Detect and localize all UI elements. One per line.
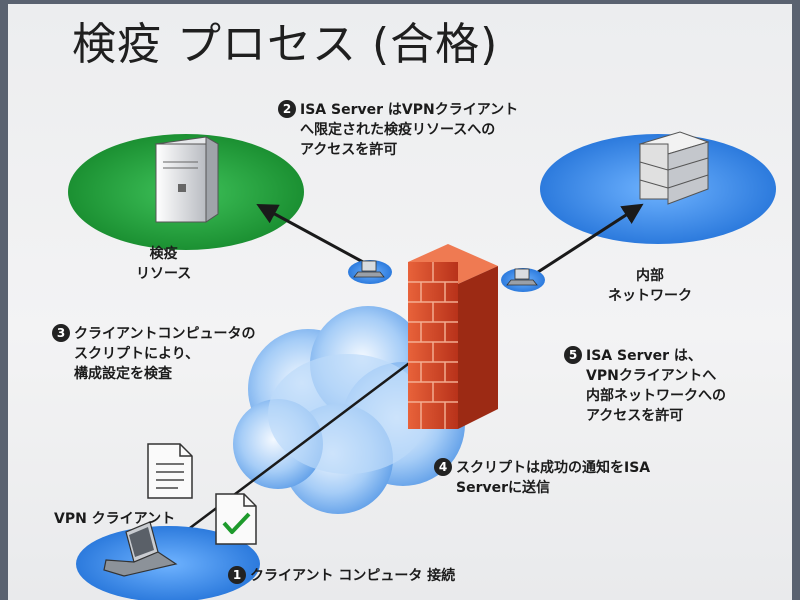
check-document-icon (215, 493, 257, 545)
step-number-badge: 3 (52, 324, 70, 342)
tunnel-line (157, 348, 429, 553)
slide-title: 検疫 プロセス (合格) (72, 19, 499, 70)
cloud-icon (233, 306, 465, 514)
slide: 検疫 プロセス (合格) (8, 4, 792, 600)
firewall-icon (408, 244, 498, 429)
step-number-badge: 1 (228, 566, 246, 584)
laptop-icon (348, 260, 392, 284)
laptop-icon (501, 268, 545, 292)
step-number-badge: 2 (278, 100, 296, 118)
network-diagram (68, 131, 776, 600)
internal-server-icon (638, 131, 710, 205)
arrow-to-quarantine (256, 203, 364, 264)
arrow-to-internal (537, 203, 644, 274)
quarantine-server-icon (154, 136, 220, 223)
vpn-client-laptop-icon (103, 521, 178, 577)
step-number-badge: 4 (434, 458, 452, 476)
quarantine-resource-label: 検疫リソース (136, 246, 192, 282)
script-document-icon (147, 443, 193, 499)
vpn-client-label: VPN クライアント (54, 511, 176, 527)
step-number-badge: 5 (564, 346, 582, 364)
internal-network-label: 内部ネットワーク (608, 268, 692, 304)
